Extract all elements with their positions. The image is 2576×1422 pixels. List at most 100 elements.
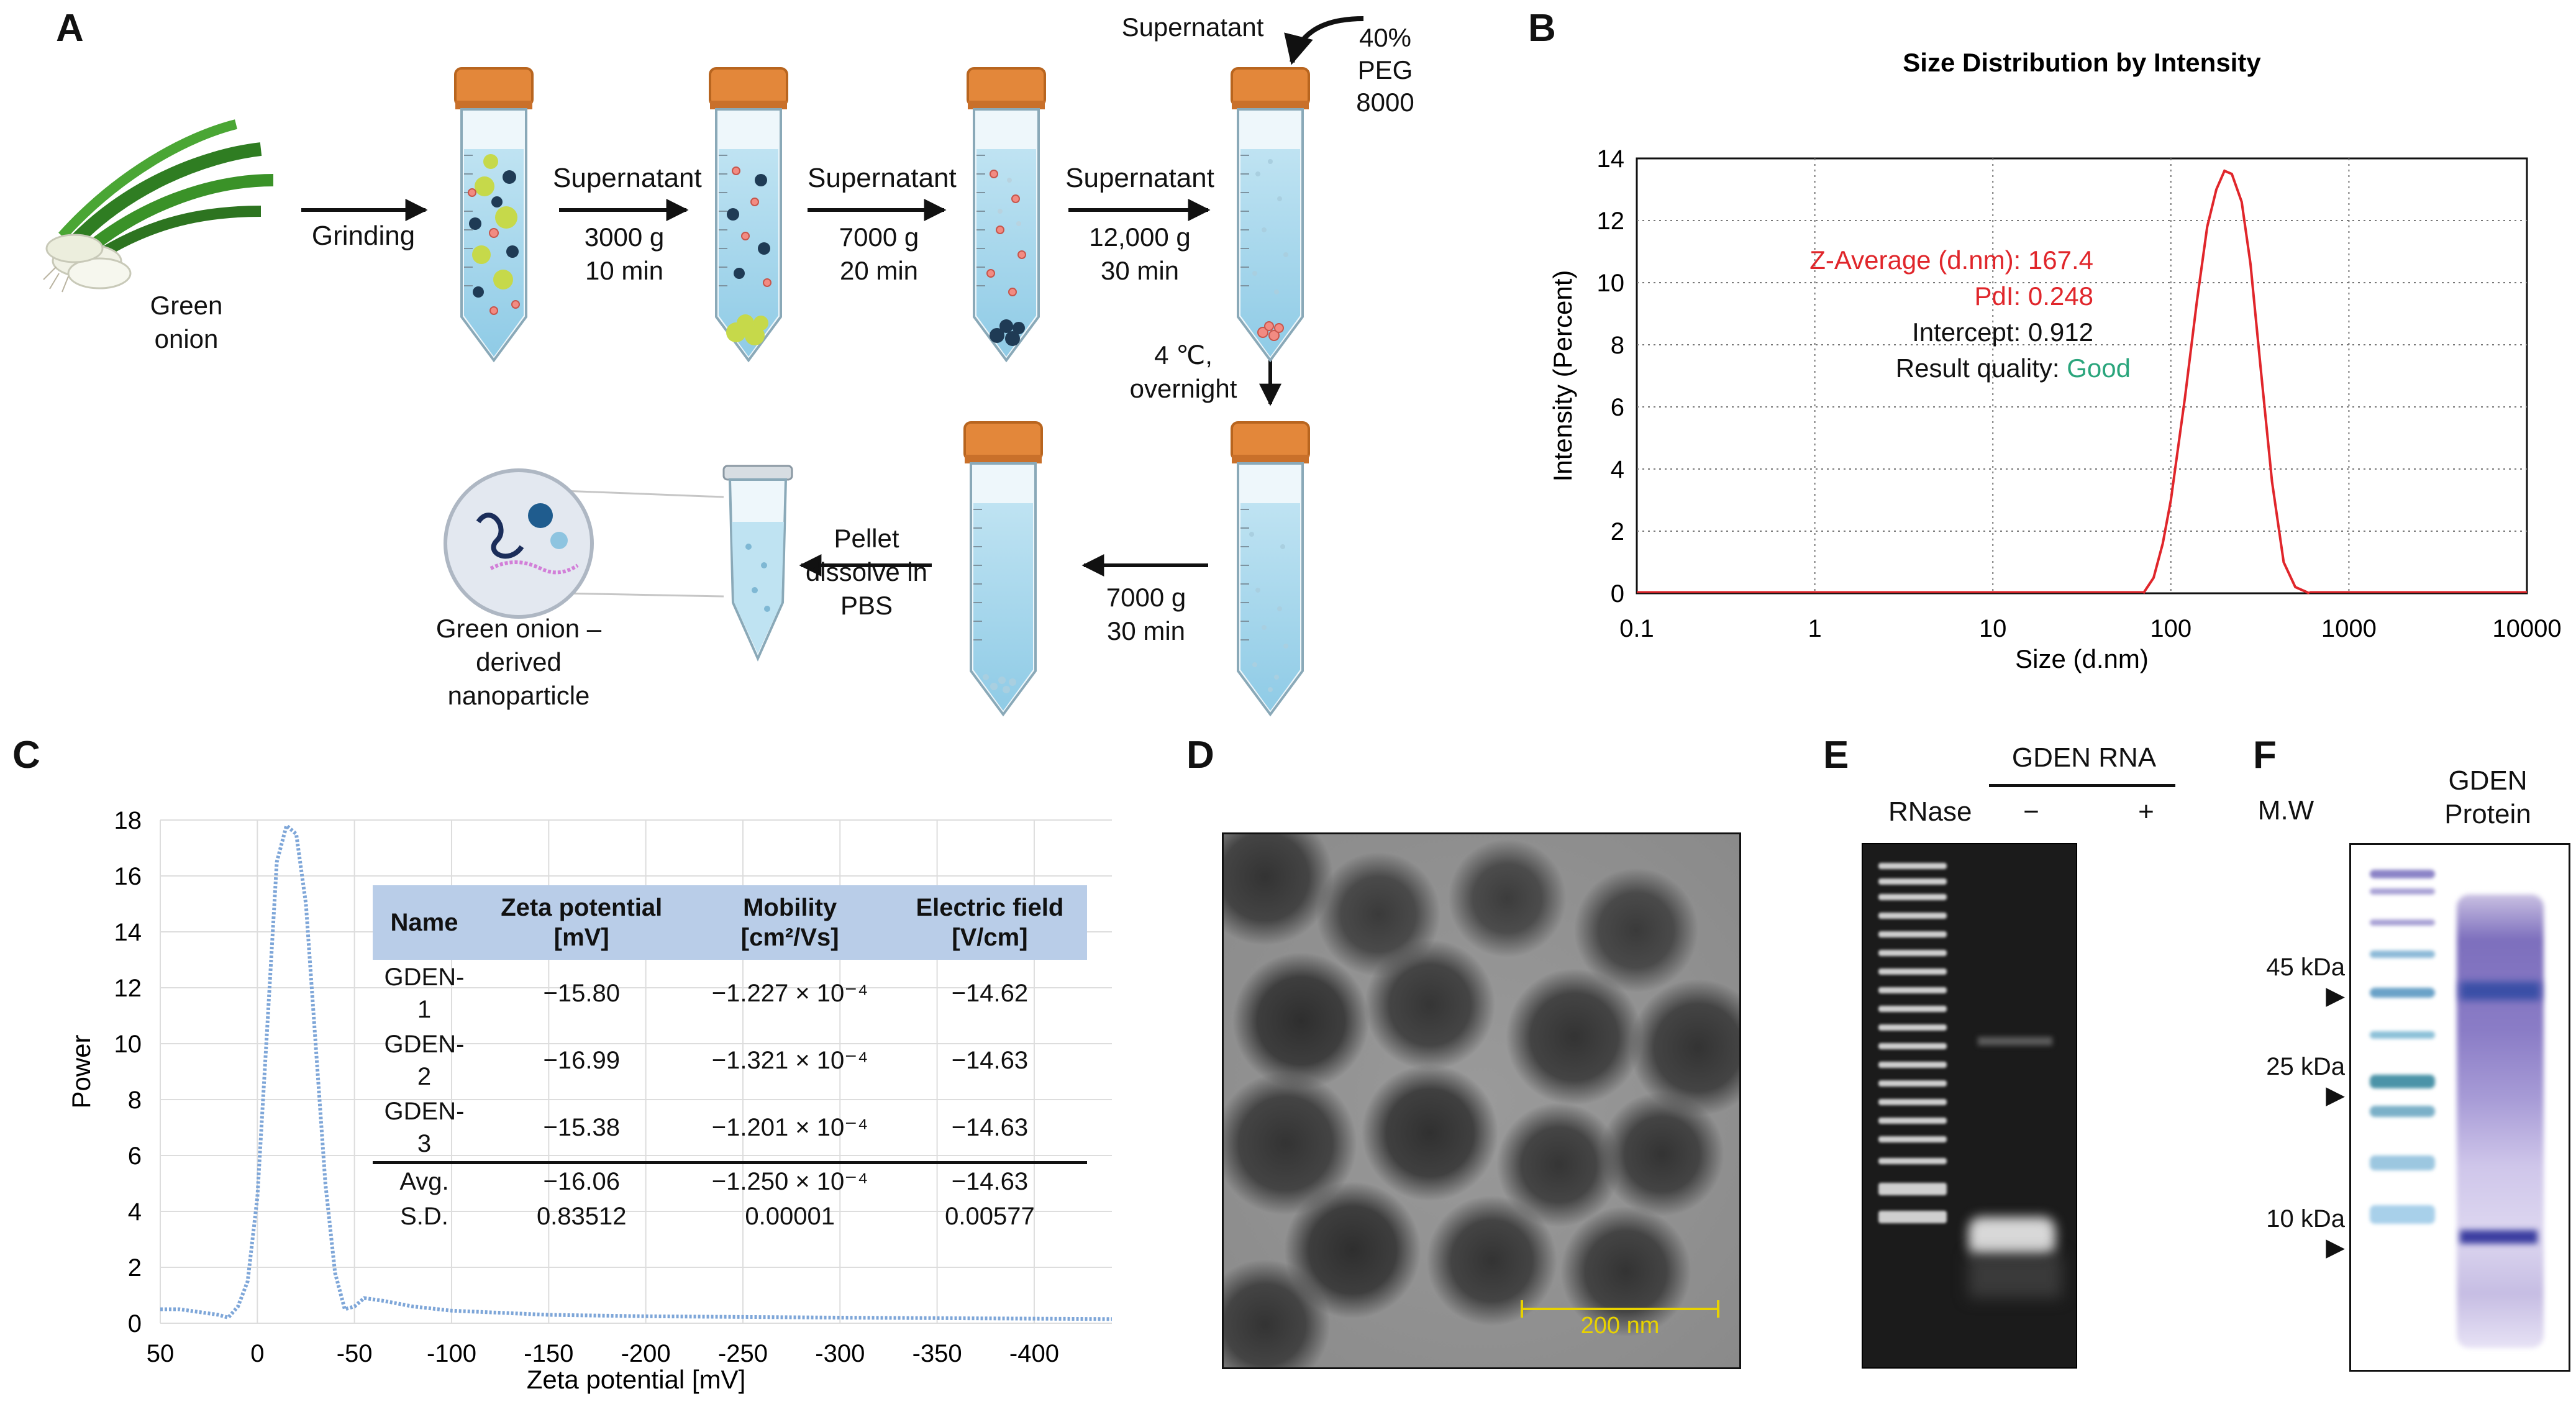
panel-letter-a: A [56,7,84,50]
tube-3000g [709,67,788,362]
table-cell: −14.62 [951,980,1029,1007]
tem-micrograph: 200 nm [1222,832,1741,1369]
workflow-diagram [43,16,1364,716]
spin-label-1: 3000 g 10 min [584,222,665,285]
quality-label: Result quality: [1895,353,2060,383]
ladder-band [2370,1031,2435,1039]
panel-letter-d: D [1186,734,1214,777]
rna-gel-image [1862,843,2077,1369]
tube-final-pellet [963,421,1043,716]
ladder-band [2370,870,2435,878]
rnase-label: RNase [1888,796,1972,827]
ladder-band [2370,888,2435,895]
x-tick-label: -100 [427,1340,476,1367]
table-cell: −16.06 [476,1161,688,1199]
zeta-table: Name Zeta potential [mV] Mobility [cm²/V… [373,885,1087,1234]
supernatant-top-label: Supernatant [1121,12,1264,42]
table-cell: 0.83512 [536,1203,627,1230]
table-row: GDEN-2 −16.99 −1.321 × 10⁻⁴ −14.63 [373,1027,1087,1094]
y-tick-label: 14 [114,919,142,946]
y-tick-label: 14 [1597,145,1625,173]
table-cell: GDEN-2 [384,1031,465,1090]
intercept-value: 0.912 [2028,317,2093,347]
y-tick-label: 0 [1611,580,1624,608]
y-tick-label: 6 [1611,394,1624,421]
x-tick-label: 10000 [2492,615,2561,642]
ladder-band [1878,1024,1947,1031]
ladder-band [1878,894,1947,900]
tube-12000g [1231,67,1310,362]
tube-7000g [967,67,1046,362]
ladder-band [1878,950,1947,956]
ladder-band [2370,1106,2435,1117]
x-tick-label: 50 [147,1340,175,1367]
scale-bar-label: 200 nm [1580,1313,1660,1339]
intercept-label: Intercept: [1912,317,2021,347]
ladder-band [1878,1043,1947,1049]
spin-label-2: 7000 g 20 min [839,222,919,285]
y-tick-label: 16 [114,863,142,890]
spin-label-4: 7000 g 30 min [1106,583,1186,645]
rna-gel-title-rule [1989,784,2175,787]
x-tick-label: -50 [337,1340,373,1367]
x-tick-label: 0 [250,1340,264,1367]
rna-gel-title: GDEN RNA [2011,742,2157,773]
product-label: Green onion – derived nanoparticle [435,614,602,710]
series-line [2142,169,2310,595]
panel-letter-c: C [12,734,40,777]
protein-band-strong [2460,982,2541,1000]
incubation-label: 4 ℃, overnight [1129,340,1237,403]
y-tick-label: 18 [114,807,142,834]
supernatant-label-3: Supernatant [1065,163,1214,193]
green-onion-icon [43,119,274,293]
table-cell: −14.63 [951,1047,1029,1074]
table-header: Mobility [cm²/Vs] [687,885,893,960]
ladder-band [1878,969,1947,975]
protein-lane [2457,895,2544,1348]
y-tick-label: 6 [128,1142,142,1170]
x-tick-label: -400 [1009,1340,1059,1367]
table-cell: −1.227 × 10⁻⁴ [711,980,868,1007]
table-cell: Avg. [373,1161,476,1199]
ladder-band [2370,950,2435,958]
x-tick-label: 0.1 [1619,615,1654,642]
rna-band-faint [1978,1037,2052,1046]
ladder-band [2370,919,2435,926]
source-label: Green onion [150,291,223,353]
ladder-band [1878,1006,1947,1012]
spin-label-3: 12,000 g 30 min [1089,222,1191,285]
table-cell: GDEN-3 [384,1098,465,1157]
ladder-band [1878,1080,1947,1087]
protein-band-low [2460,1230,2537,1244]
table-row: GDEN-3 −15.38 −1.201 × 10⁻⁴ −14.63 [373,1094,1087,1163]
z-average-label: Z-Average (d.nm): [1809,245,2021,275]
scale-bar-tick [1521,1300,1523,1318]
table-row: Avg. −16.06 −1.250 × 10⁻⁴ −14.63 [373,1161,1087,1199]
x-tick-label: 1 [1808,615,1821,642]
x-tick-label: 1000 [2321,615,2377,642]
x-tick-label: -250 [718,1340,768,1367]
rna-smear [1968,1254,2062,1298]
table-cell: −16.99 [543,1047,620,1074]
table-cell: S.D. [400,1203,448,1230]
x-axis-label: Zeta potential [mV] [527,1365,746,1394]
x-tick-label: -350 [913,1340,962,1367]
table-cell: −1.201 × 10⁻⁴ [711,1114,868,1141]
rnase-minus: − [2023,796,2039,827]
y-tick-label: 12 [1597,207,1625,235]
mw-label: M.W [2257,795,2314,826]
table-header: Electric field [V/cm] [892,885,1087,960]
rnase-plus: + [2138,796,2154,827]
nanoparticle-magnified-icon [444,468,724,619]
grinding-label: Grinding [311,221,416,251]
x-tick-label: -300 [815,1340,865,1367]
size-distribution-chart: Size Distribution by Intensity0246810121… [1548,48,2562,673]
ladder-band [2370,1205,2435,1224]
z-average-value: 167.4 [2028,245,2093,275]
y-tick-label: 0 [128,1310,142,1338]
table-cell: −14.63 [951,1114,1029,1141]
scale-bar-tick [1717,1300,1719,1318]
ladder-band [1878,1183,1947,1195]
y-tick-label: 4 [1611,456,1624,483]
panel-letter-e: E [1823,734,1849,777]
